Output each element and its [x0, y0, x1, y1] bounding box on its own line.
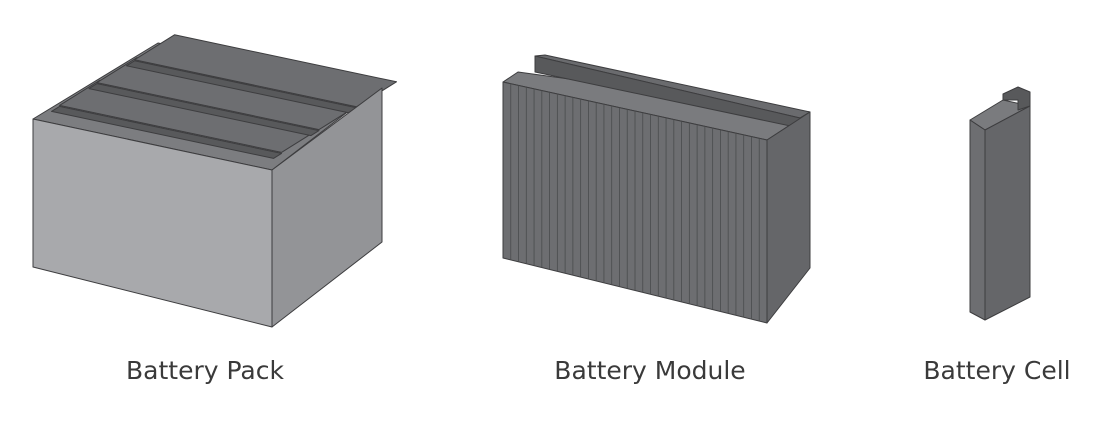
label-battery-cell: Battery Cell: [923, 356, 1071, 385]
cell-side-face: [984, 105, 1031, 321]
cell-front-face: [969, 119, 986, 321]
module-side-face: [766, 111, 811, 324]
pack-rail: [51, 105, 282, 159]
label-battery-module: Battery Module: [554, 356, 746, 385]
pack-rails: [51, 34, 397, 159]
pack-module-top: [134, 34, 397, 108]
module-cell-dividers: [510, 83, 760, 322]
pack-rail: [88, 83, 320, 137]
battery-pack-illustration: [32, 34, 397, 328]
cell-tab: [1002, 86, 1031, 111]
battery-cell-illustration: [969, 86, 1031, 321]
pack-side-face: [271, 87, 383, 328]
label-battery-pack: Battery Pack: [126, 356, 284, 385]
battery-module-illustration: [502, 54, 811, 324]
